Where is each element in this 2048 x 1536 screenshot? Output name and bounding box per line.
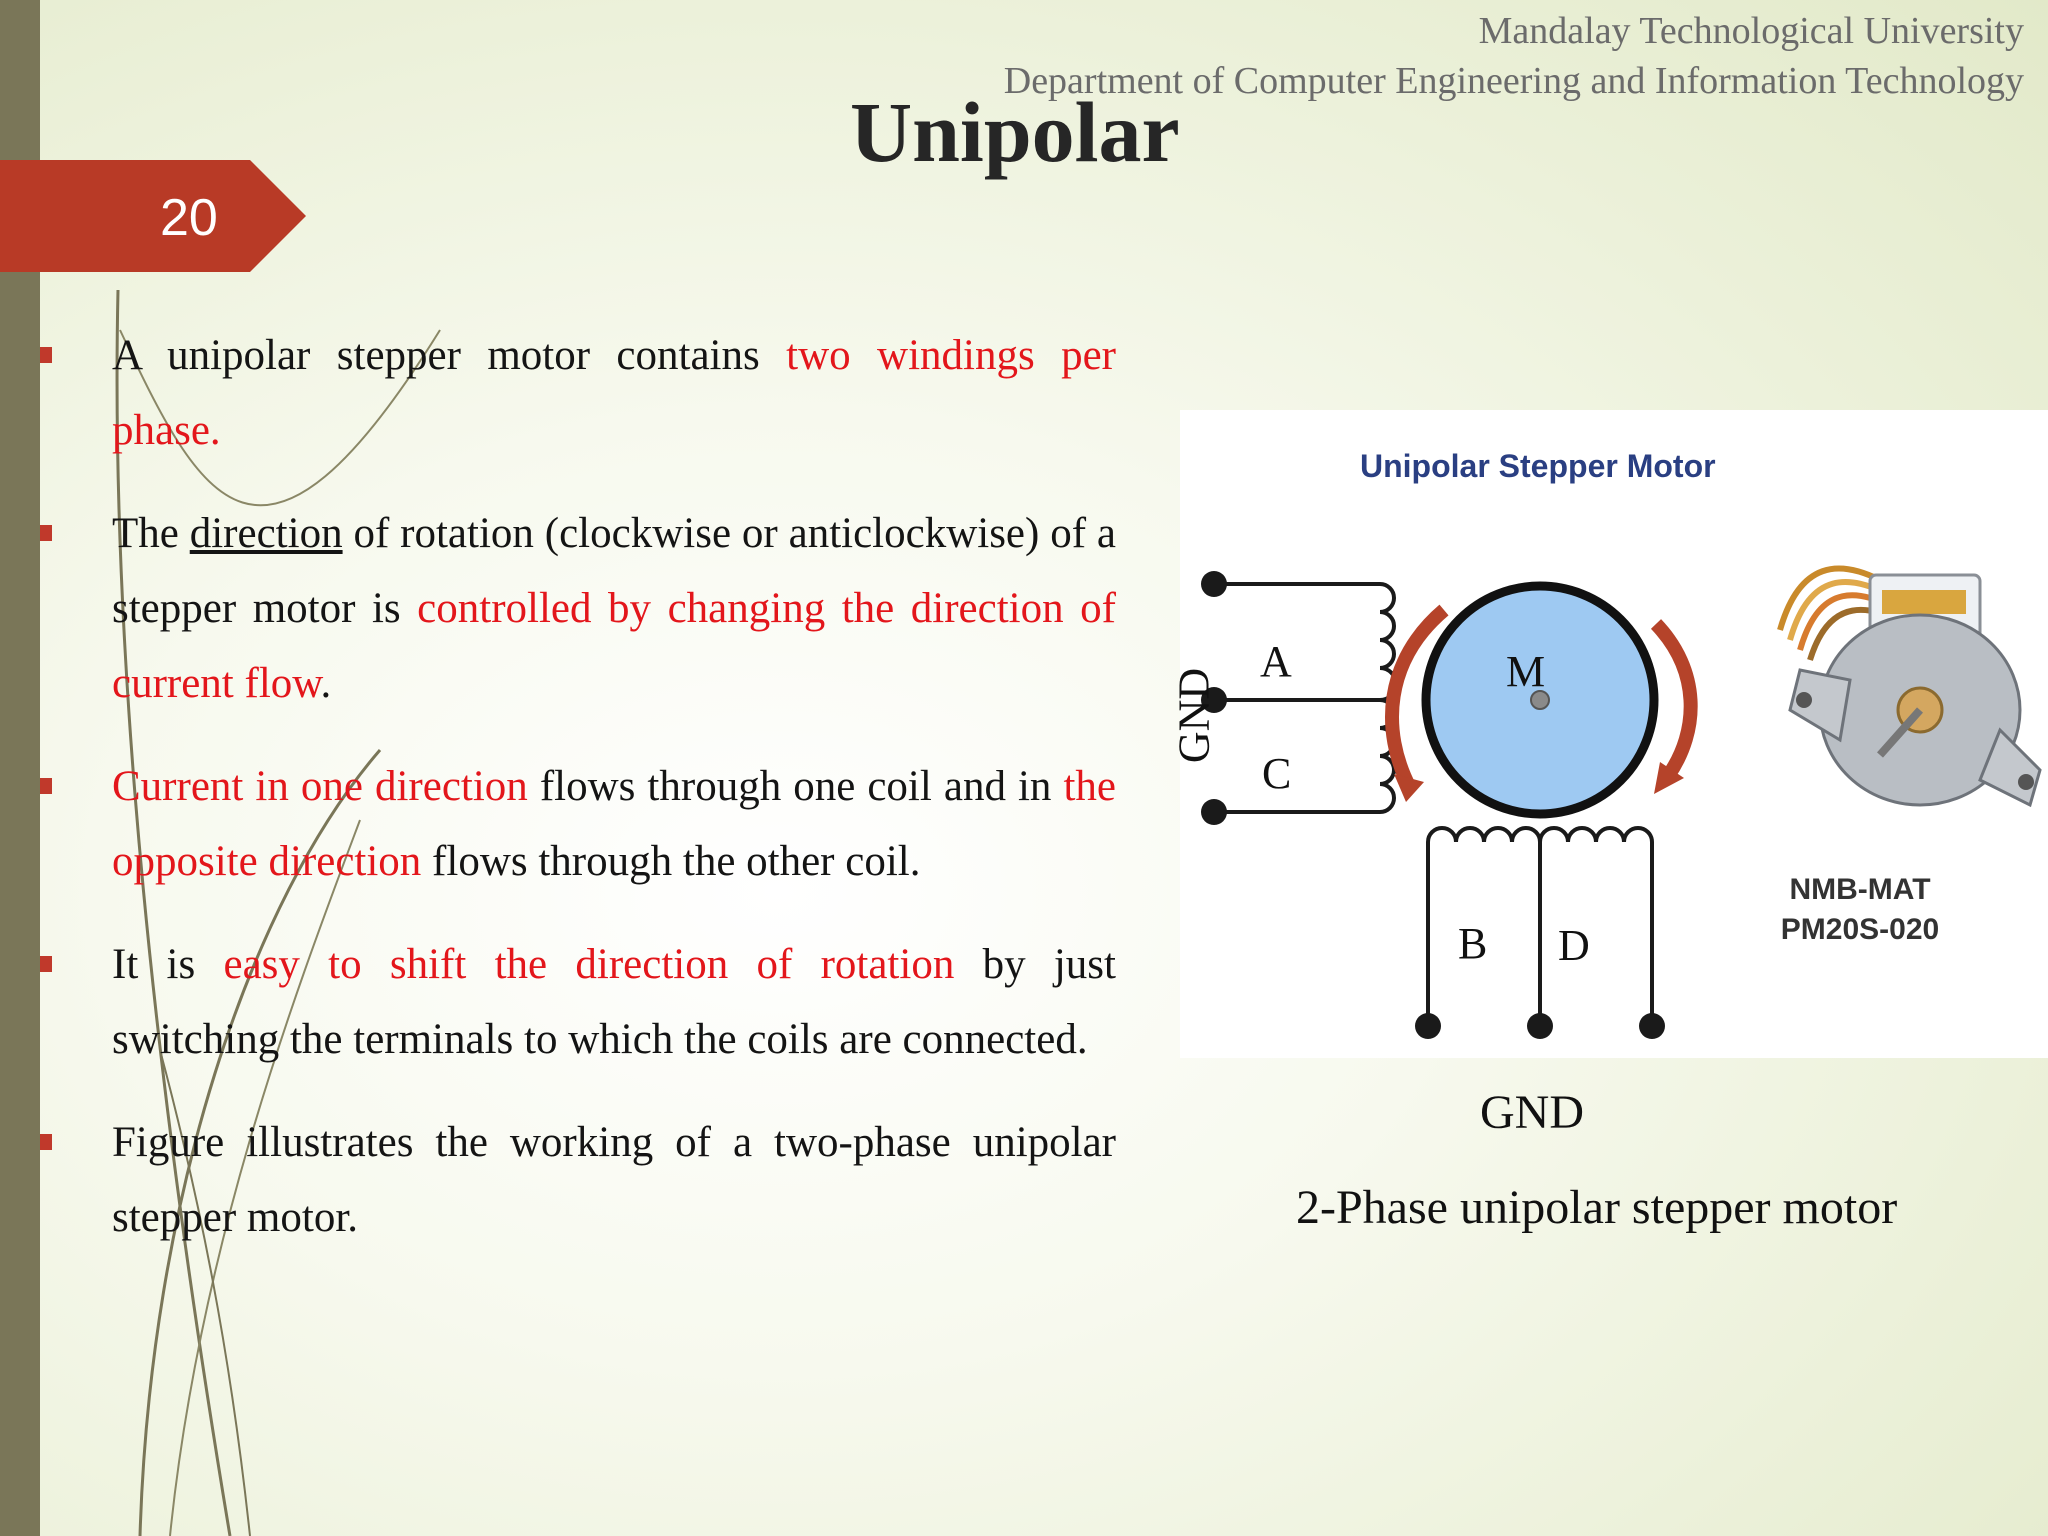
motor-diagram (1201, 565, 2042, 1039)
stepper-motor-figure: Unipolar Stepper Motor A C M B D NMB-MAT… (1180, 410, 2048, 1058)
header: Mandalay Technological University Depart… (1004, 6, 2024, 106)
winding-label-d: D (1558, 921, 1590, 970)
bullet-highlight: easy to shift the direction of rotation (223, 941, 955, 988)
part-line-1: NMB-MAT (1789, 873, 1931, 906)
bullet-text: of rotation (clockwise or anticlockwise)… (112, 510, 1116, 632)
bullet-highlight: two windings per phase. (112, 332, 1116, 454)
motor-photo-icon (1777, 565, 2042, 808)
bullet-text: flows through the other coil. (421, 838, 921, 885)
bullet-marker-icon (40, 347, 52, 363)
bullet-text: It is (112, 941, 224, 988)
motor-part-number: NMB-MAT PM20S-020 (1760, 870, 1960, 950)
winding-label-c: C (1262, 749, 1292, 798)
bullet-item: The direction of rotation (clockwise or … (40, 496, 1116, 721)
bullet-list: A unipolar stepper motor contains two wi… (40, 318, 1116, 1283)
bullet-marker-icon (40, 525, 52, 541)
slide-number: 20 (160, 189, 218, 247)
gnd-label-left: GND (1169, 667, 1219, 764)
university-name: Mandalay Technological University (1478, 10, 2024, 52)
bullet-text: Figure illustrates the working of a two-… (112, 1119, 1116, 1241)
bullet-highlight: the opposite direction (112, 763, 1116, 885)
bullet-text: . (320, 660, 332, 707)
bullet-marker-icon (40, 956, 52, 972)
bullet-item: Figure illustrates the working of a two-… (40, 1105, 1116, 1255)
department-name: Department of Computer Engineering and I… (1003, 60, 2024, 102)
bullet-text: flows through one coil and in (527, 763, 1064, 810)
bullet-marker-icon (40, 1134, 52, 1150)
bullet-text: The (112, 510, 190, 557)
part-line-2: PM20S-020 (1780, 913, 1940, 946)
rotor-label-m: M (1506, 647, 1546, 696)
bullet-text: A unipolar stepper motor contains (112, 332, 787, 379)
bullet-item: It is easy to shift the direction of rot… (40, 927, 1116, 1077)
slide-title: Unipolar (850, 84, 1180, 180)
winding-label-a: A (1260, 637, 1292, 686)
gnd-label-bottom: GND (1480, 1086, 1584, 1139)
bullet-item: Current in one direction flows through o… (40, 749, 1116, 899)
figure-caption: 2-Phase unipolar stepper motor (1296, 1181, 1898, 1234)
bullet-highlight: Current in one direction (112, 763, 528, 810)
bullet-marker-icon (40, 778, 52, 794)
winding-label-b: B (1458, 919, 1488, 968)
bullet-underlined: direction (189, 510, 343, 557)
bullet-text: by just switching the terminals to which… (112, 941, 1116, 1063)
bullet-highlight: controlled by changing the direction of … (112, 585, 1116, 707)
slide-number-tag (0, 160, 306, 272)
bullet-item: A unipolar stepper motor contains two wi… (40, 318, 1116, 468)
figure-title: Unipolar Stepper Motor (1360, 448, 1716, 484)
